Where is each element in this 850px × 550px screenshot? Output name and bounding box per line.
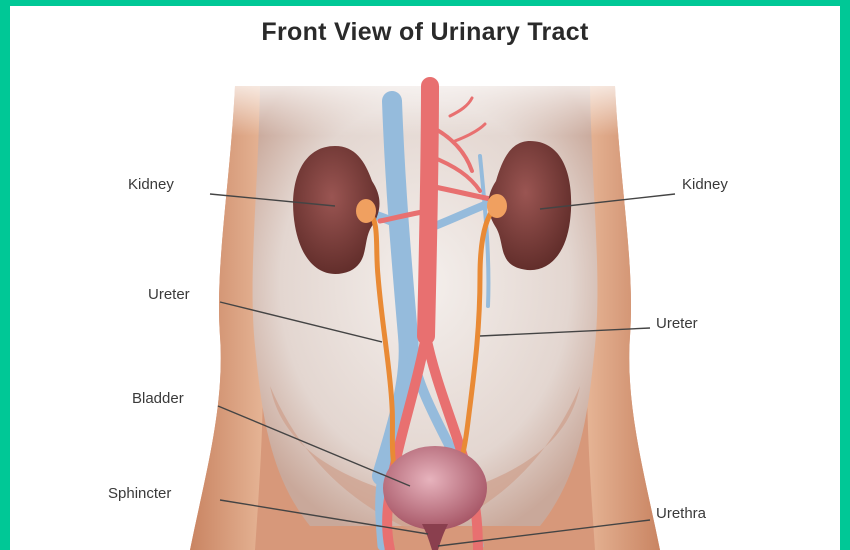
diagram-frame: Front View of Urinary Tract xyxy=(10,6,840,550)
label-kidney-right: Kidney xyxy=(682,176,728,193)
label-ureter-left: Ureter xyxy=(148,286,190,303)
urinary-tract-illustration xyxy=(10,6,840,550)
label-urethra: Urethra xyxy=(656,505,706,522)
label-kidney-left: Kidney xyxy=(128,176,174,193)
label-ureter-right: Ureter xyxy=(656,315,698,332)
label-bladder: Bladder xyxy=(132,390,184,407)
label-sphincter: Sphincter xyxy=(108,485,171,502)
